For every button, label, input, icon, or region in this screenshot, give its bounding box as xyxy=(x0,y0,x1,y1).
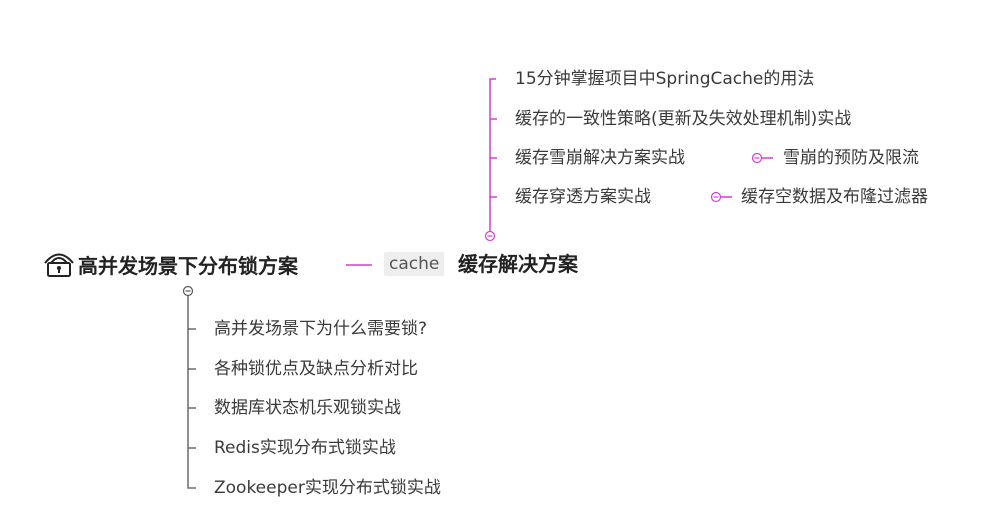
cache-collapse-button[interactable] xyxy=(484,230,496,242)
lock-child-redis[interactable]: Redis实现分布式锁实战 xyxy=(214,438,396,458)
lock-icon xyxy=(42,250,76,285)
lock-child-why[interactable]: 高并发场景下为什么需要锁? xyxy=(214,319,428,339)
root-node[interactable]: 高并发场景下分布锁方案 xyxy=(42,250,298,285)
cache-child-consistency[interactable]: 缓存的一致性策略(更新及失效处理机制)实战 xyxy=(515,109,852,129)
penetration-child-bloom[interactable]: 缓存空数据及布隆过滤器 xyxy=(741,187,928,207)
cache-tag: cache xyxy=(384,252,445,276)
cache-child-penetration[interactable]: 缓存穿透方案实战 xyxy=(515,187,651,207)
lock-branch-lines xyxy=(187,296,196,489)
avalanche-child-prevention[interactable]: 雪崩的预防及限流 xyxy=(783,148,919,168)
avalanche-collapse-button[interactable] xyxy=(751,152,763,164)
penetration-collapse-button[interactable] xyxy=(710,191,722,203)
root-label: 高并发场景下分布锁方案 xyxy=(78,254,298,278)
cache-child-springcache[interactable]: 15分钟掌握项目中SpringCache的用法 xyxy=(515,69,815,89)
cache-child-avalanche[interactable]: 缓存雪崩解决方案实战 xyxy=(515,148,685,168)
lock-collapse-button[interactable] xyxy=(182,285,194,297)
lock-child-optimistic[interactable]: 数据库状态机乐观锁实战 xyxy=(214,398,401,418)
lock-child-zookeeper[interactable]: Zookeeper实现分布式锁实战 xyxy=(214,478,441,498)
lock-child-pros-cons[interactable]: 各种锁优点及缺点分析对比 xyxy=(214,359,418,379)
cache-branch-lines xyxy=(489,78,773,232)
cache-solution-node[interactable]: 缓存解决方案 xyxy=(458,252,578,276)
